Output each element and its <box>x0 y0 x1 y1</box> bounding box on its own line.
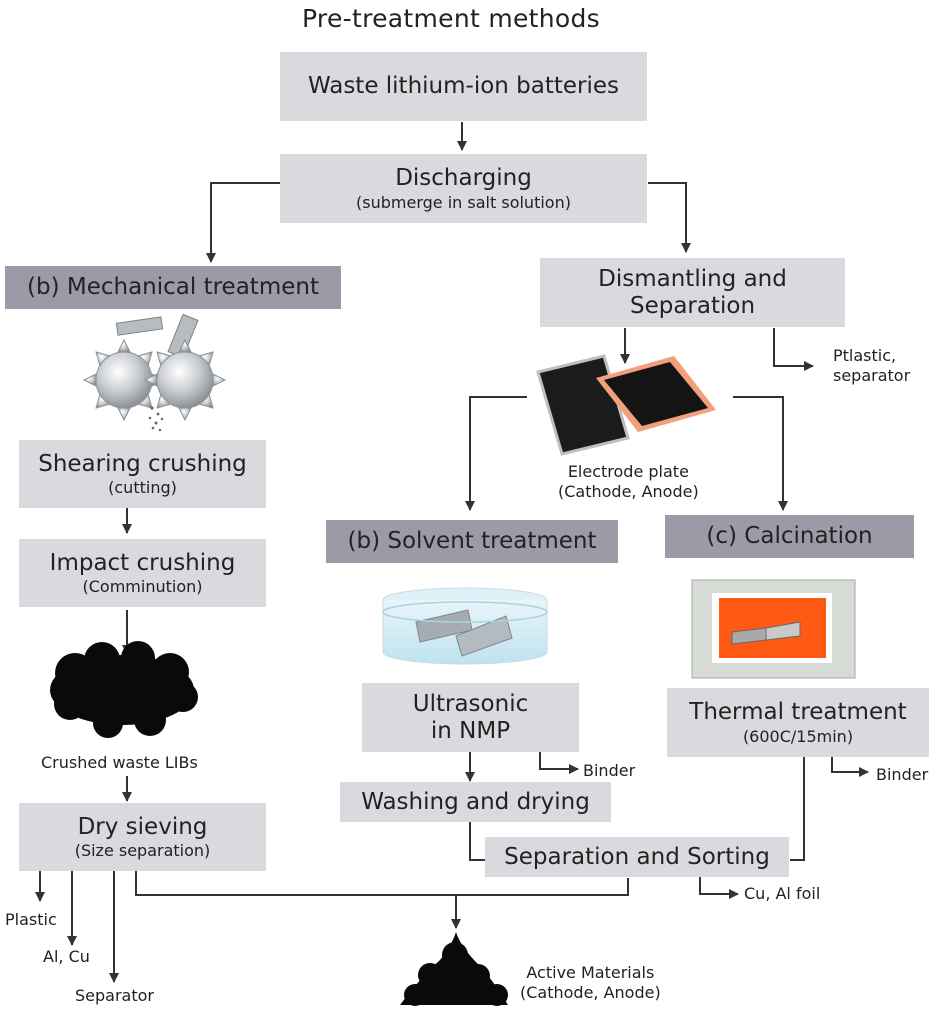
electrode-plates-image <box>536 354 716 456</box>
binder-output-solvent: Binder <box>583 761 636 780</box>
furnace-image <box>691 579 856 679</box>
shearing-crushing-label: Shearing crushing <box>38 450 247 477</box>
active-materials-caption: Active Materials (Cathode, Anode) <box>520 963 661 1003</box>
mechanical-treatment-label: (b) Mechanical treatment <box>27 274 319 301</box>
calcination-header: (c) Calcination <box>665 515 914 558</box>
thermal-treatment-box: Thermal treatment (600C/15min) <box>667 688 929 757</box>
solvent-bath-image <box>382 587 548 665</box>
washing-drying-box: Washing and drying <box>340 782 611 822</box>
crushed-waste-caption: Crushed waste LIBs <box>41 753 198 772</box>
dismantling-label-line2: Separation <box>629 292 756 319</box>
page-title: Pre-treatment methods <box>302 4 600 33</box>
calcination-label: (c) Calcination <box>706 523 873 550</box>
arrow-electrode-to-solvent <box>465 396 527 511</box>
electrode-plate-caption: Electrode plate (Cathode, Anode) <box>558 462 699 502</box>
mechanical-treatment-header: (b) Mechanical treatment <box>5 266 341 309</box>
electrode-plate-line2: (Cathode, Anode) <box>558 482 699 501</box>
arrow-binder-b <box>831 757 869 777</box>
solvent-treatment-header: (b) Solvent treatment <box>326 520 618 563</box>
dry-sieving-sublabel: (Size separation) <box>74 841 211 861</box>
plastic-output: Plastic <box>5 910 57 929</box>
arrow-plastic-separator <box>773 328 814 371</box>
electrode-plate-line1: Electrode plate <box>567 462 689 481</box>
active-materials-line2: (Cathode, Anode) <box>520 983 661 1002</box>
thermal-treatment-label: Thermal treatment <box>689 699 907 726</box>
active-materials-line1: Active Materials <box>526 963 655 982</box>
discharging-box: Discharging (submerge in salt solution) <box>280 154 647 223</box>
crusher-gears-image <box>82 313 227 432</box>
active-materials-pile-image <box>400 932 508 1006</box>
crushed-powder-image <box>50 641 198 738</box>
dismantling-label-line1: Dismantling and <box>598 266 787 293</box>
separation-sorting-box: Separation and Sorting <box>485 837 789 877</box>
dry-sieving-box: Dry sieving (Size separation) <box>19 803 266 871</box>
plastic-separator-output: Ptlastic, separator <box>833 346 910 386</box>
binder-output-thermal: Binder <box>876 765 929 784</box>
line-sieving-to-active <box>135 871 629 896</box>
dismantling-box: Dismantling and Separation <box>540 258 845 327</box>
ultrasonic-label-line2: in NMP <box>430 717 511 744</box>
discharging-label: Discharging <box>395 165 532 192</box>
cu-al-foil-output: Cu, Al foil <box>744 884 821 903</box>
ultrasonic-box: Ultrasonic in NMP <box>362 683 579 752</box>
waste-batteries-label: Waste lithium-ion batteries <box>307 73 620 100</box>
solvent-treatment-label: (b) Solvent treatment <box>347 528 597 555</box>
arrow-discharging-to-mechanical <box>206 182 280 263</box>
separation-sorting-label: Separation and Sorting <box>504 843 770 870</box>
waste-batteries-box: Waste lithium-ion batteries <box>280 52 647 121</box>
line-washing-to-sorting <box>469 822 486 861</box>
connector-lines <box>35 122 869 983</box>
separator-output: Separator <box>75 986 154 1005</box>
dry-sieving-label: Dry sieving <box>77 813 208 840</box>
plastic-separator-line1: Ptlastic, <box>833 346 897 365</box>
washing-drying-label: Washing and drying <box>361 788 590 815</box>
arrow-electrode-to-calcination <box>733 396 788 511</box>
arrow-cu-al-foil <box>699 877 739 899</box>
shearing-crushing-box: Shearing crushing (cutting) <box>19 440 266 508</box>
discharging-sublabel: (submerge in salt solution) <box>356 192 571 212</box>
arrow-binder-a <box>539 752 579 774</box>
thermal-treatment-sublabel: (600C/15min) <box>742 726 854 746</box>
impact-crushing-sublabel: (Comminution) <box>82 577 203 597</box>
plastic-separator-line2: separator <box>833 366 911 385</box>
shearing-crushing-sublabel: (cutting) <box>108 478 177 498</box>
line-thermal-to-sorting <box>790 757 805 861</box>
ultrasonic-label-line1: Ultrasonic <box>412 691 529 718</box>
impact-crushing-box: Impact crushing (Comminution) <box>19 539 266 607</box>
arrow-discharging-to-dismantling <box>648 182 691 253</box>
al-cu-output: Al, Cu <box>43 947 90 966</box>
impact-crushing-label: Impact crushing <box>49 549 236 576</box>
